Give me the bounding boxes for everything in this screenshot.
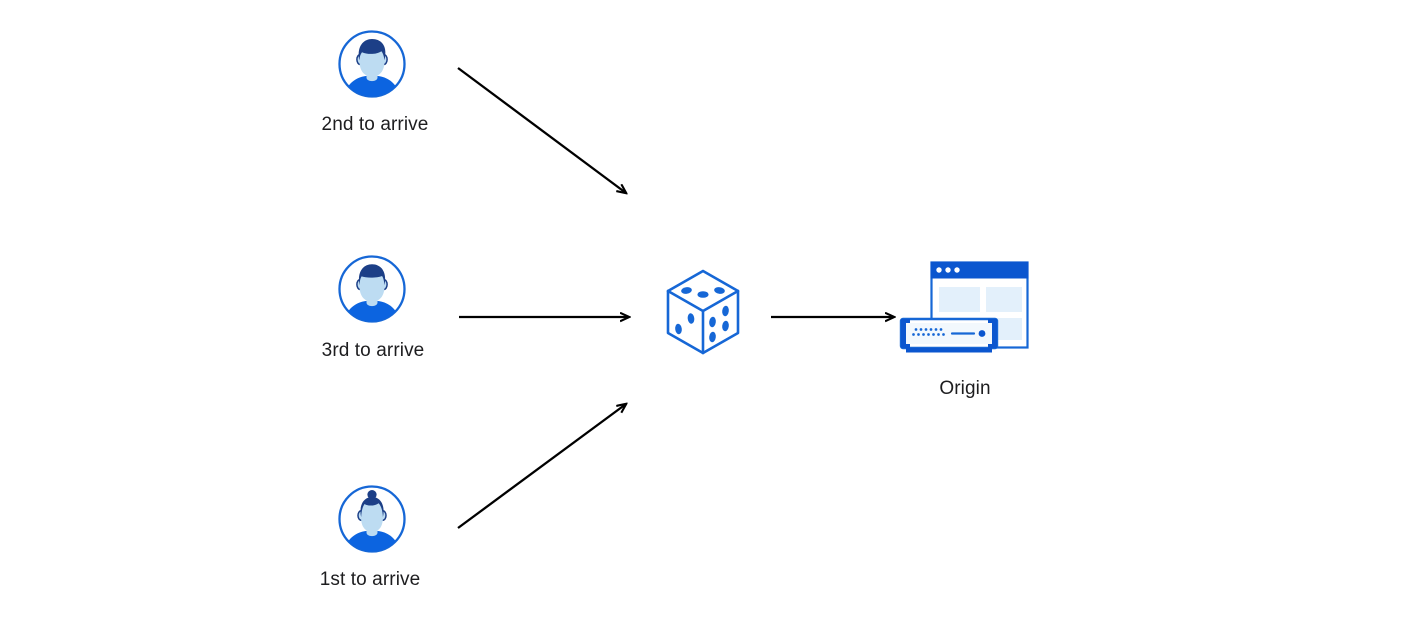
node-label-origin: Origin xyxy=(939,378,991,399)
node-label-user-1st: 1st to arrive xyxy=(319,569,421,590)
node-label-user-3rd: 3rd to arrive xyxy=(321,340,425,361)
router-appliance-icon xyxy=(899,317,999,353)
user-avatar-icon xyxy=(336,28,408,100)
user-avatar-icon xyxy=(336,483,408,555)
arrow-1st-to-dice xyxy=(457,404,626,529)
origin-server-icon xyxy=(894,256,1034,366)
node-label-user-2nd: 2nd to arrive xyxy=(321,114,429,135)
user-avatar-icon xyxy=(336,253,408,325)
dice-icon xyxy=(661,265,745,359)
